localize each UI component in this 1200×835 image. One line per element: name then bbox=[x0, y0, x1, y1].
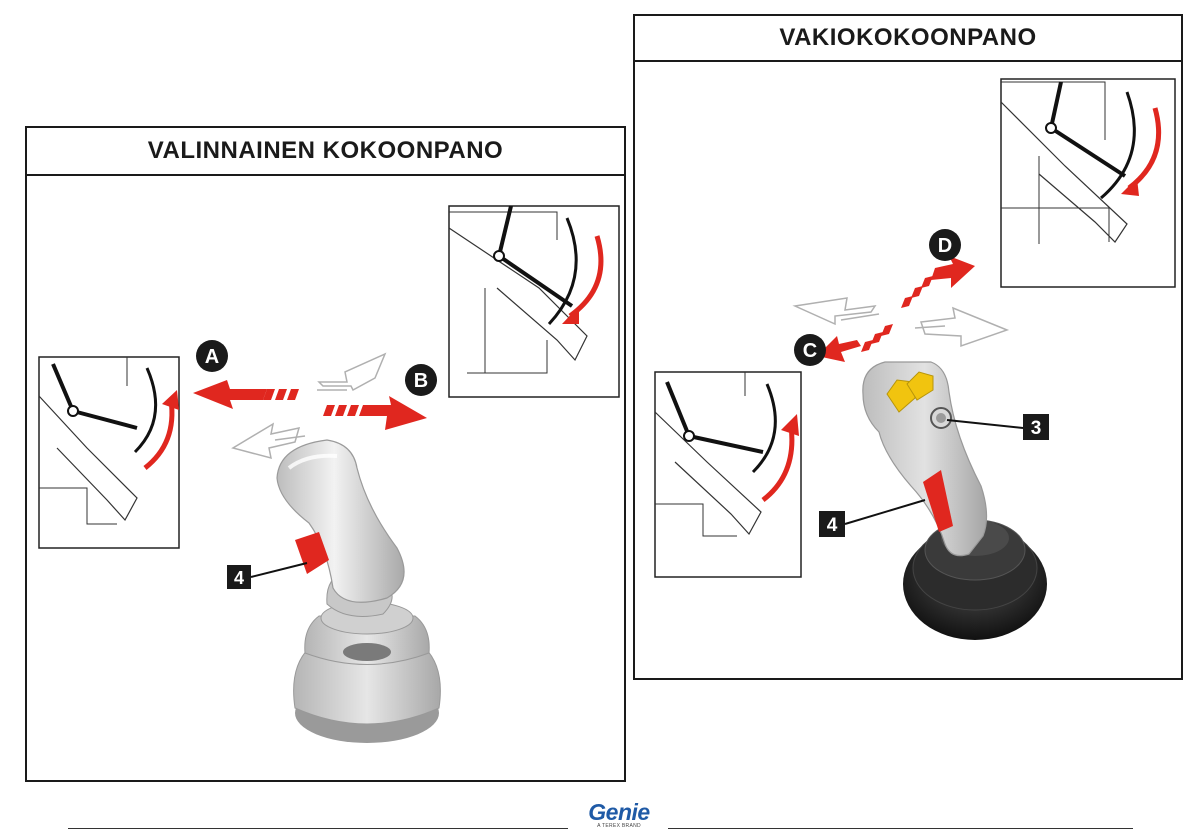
label-d-circle: D bbox=[929, 229, 961, 261]
brand-tagline: A TEREX BRAND bbox=[597, 823, 641, 829]
standard-configuration-panel: VAKIOKOKOONPANO bbox=[633, 14, 1183, 680]
arrow-outline-left bbox=[792, 297, 880, 326]
arrow-a-red bbox=[193, 380, 299, 409]
arrow-b-red bbox=[323, 396, 427, 430]
brand-name: Genie bbox=[588, 799, 650, 825]
arrow-outline-right bbox=[914, 306, 1010, 348]
bucket-inset-d bbox=[1000, 78, 1176, 288]
callout-4-left: 4 bbox=[227, 562, 308, 589]
panel-title-optional: VALINNAINEN KOKOONPANO bbox=[27, 128, 624, 176]
label-a: A bbox=[205, 346, 219, 368]
bucket-inset-b bbox=[448, 205, 620, 398]
footer-rule-right bbox=[668, 828, 1133, 829]
callout-3-label: 3 bbox=[1031, 418, 1042, 439]
callout-4-right: 4 bbox=[819, 499, 926, 537]
label-b: B bbox=[414, 370, 428, 392]
callout-4-left-label: 4 bbox=[234, 568, 244, 588]
optional-diagram: A B 4 bbox=[38, 205, 620, 743]
arrow-c-red bbox=[817, 324, 893, 362]
label-c-circle: C bbox=[794, 334, 826, 366]
bucket-inset-c bbox=[654, 371, 802, 578]
joystick-standard bbox=[862, 361, 1047, 640]
genie-logo: Genie A TEREX BRAND bbox=[578, 799, 660, 830]
standard-diagram: C D 3 4 bbox=[654, 78, 1176, 640]
callout-3: 3 bbox=[946, 414, 1049, 440]
optional-configuration-panel: VALINNAINEN KOKOONPANO bbox=[25, 126, 626, 782]
arrow-outline-down bbox=[231, 422, 306, 460]
joystick-optional bbox=[276, 439, 441, 743]
bucket-inset-a bbox=[38, 356, 180, 549]
arrow-d-red bbox=[901, 256, 975, 308]
label-b-circle: B bbox=[405, 364, 437, 396]
label-a-circle: A bbox=[196, 340, 228, 372]
footer-rule-left bbox=[68, 828, 568, 829]
callout-4-right-label: 4 bbox=[827, 515, 838, 536]
label-c: C bbox=[803, 340, 817, 362]
label-d: D bbox=[938, 235, 952, 257]
panel-title-standard: VAKIOKOKOONPANO bbox=[635, 16, 1181, 62]
arrow-outline-up bbox=[317, 352, 387, 392]
